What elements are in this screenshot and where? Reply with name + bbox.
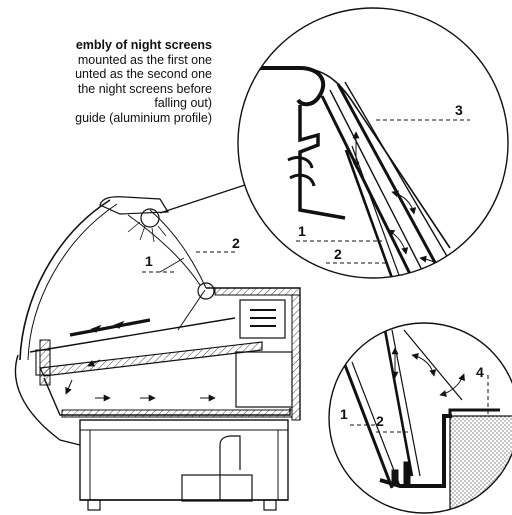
front-panel [14,354,81,446]
callout-main-2: 2 [232,235,240,251]
callout-top-3: 3 [455,102,463,118]
night-screen-curve-2 [149,209,207,289]
bottom-detail-view: 1 2 4 [328,322,512,514]
control-panel-slots-icon [250,309,276,327]
evaporator-box [235,351,293,408]
callout-bottom-1: 1 [340,406,348,422]
front-grille [39,339,51,386]
upper-shelf [29,317,236,353]
legend-line-3: the night screens before [77,81,212,96]
callout-top-2: 2 [334,246,342,262]
top-detail-view: 3 1 2 [237,7,509,279]
callout-bottom-4: 4 [476,364,484,380]
detail-leader-arrow [159,180,255,214]
control-panel [239,299,286,339]
display-cabinet [14,196,301,511]
legend: embly of night screens mounted as the fi… [0,38,212,125]
callout-bottom-2: 2 [376,413,384,429]
callout-top-1: 1 [298,223,306,239]
rear-hatched-strip [214,287,301,296]
foot-right [263,499,277,511]
lower-basin [43,377,291,416]
callout-main-1: 1 [145,253,153,269]
legend-line-5: guide (aluminium profile) [75,110,212,125]
front-glass-inner [27,203,118,361]
stop-block [449,415,512,513]
base-frame [79,419,289,501]
compressor-box [181,474,253,502]
legend-line-4: falling out) [154,96,212,110]
display-deck [39,341,263,377]
detail-marker-bottom [197,282,215,300]
canopy [99,196,170,215]
legend-title: embly of night screens [75,38,212,52]
drain-pipe [219,435,241,500]
rear-wall [291,294,301,421]
light-rays-icon [127,221,167,243]
detail-marker-top [140,208,160,228]
front-glass [19,199,111,361]
guide-profile [298,105,346,220]
shelf-products-icon [69,318,151,337]
basin-floor [61,409,293,418]
night-screen-curve [127,214,201,286]
legend-line-2: unted as the second one [75,67,212,81]
foot-left [87,499,101,511]
legend-line-1: mounted as the first one [77,52,212,67]
